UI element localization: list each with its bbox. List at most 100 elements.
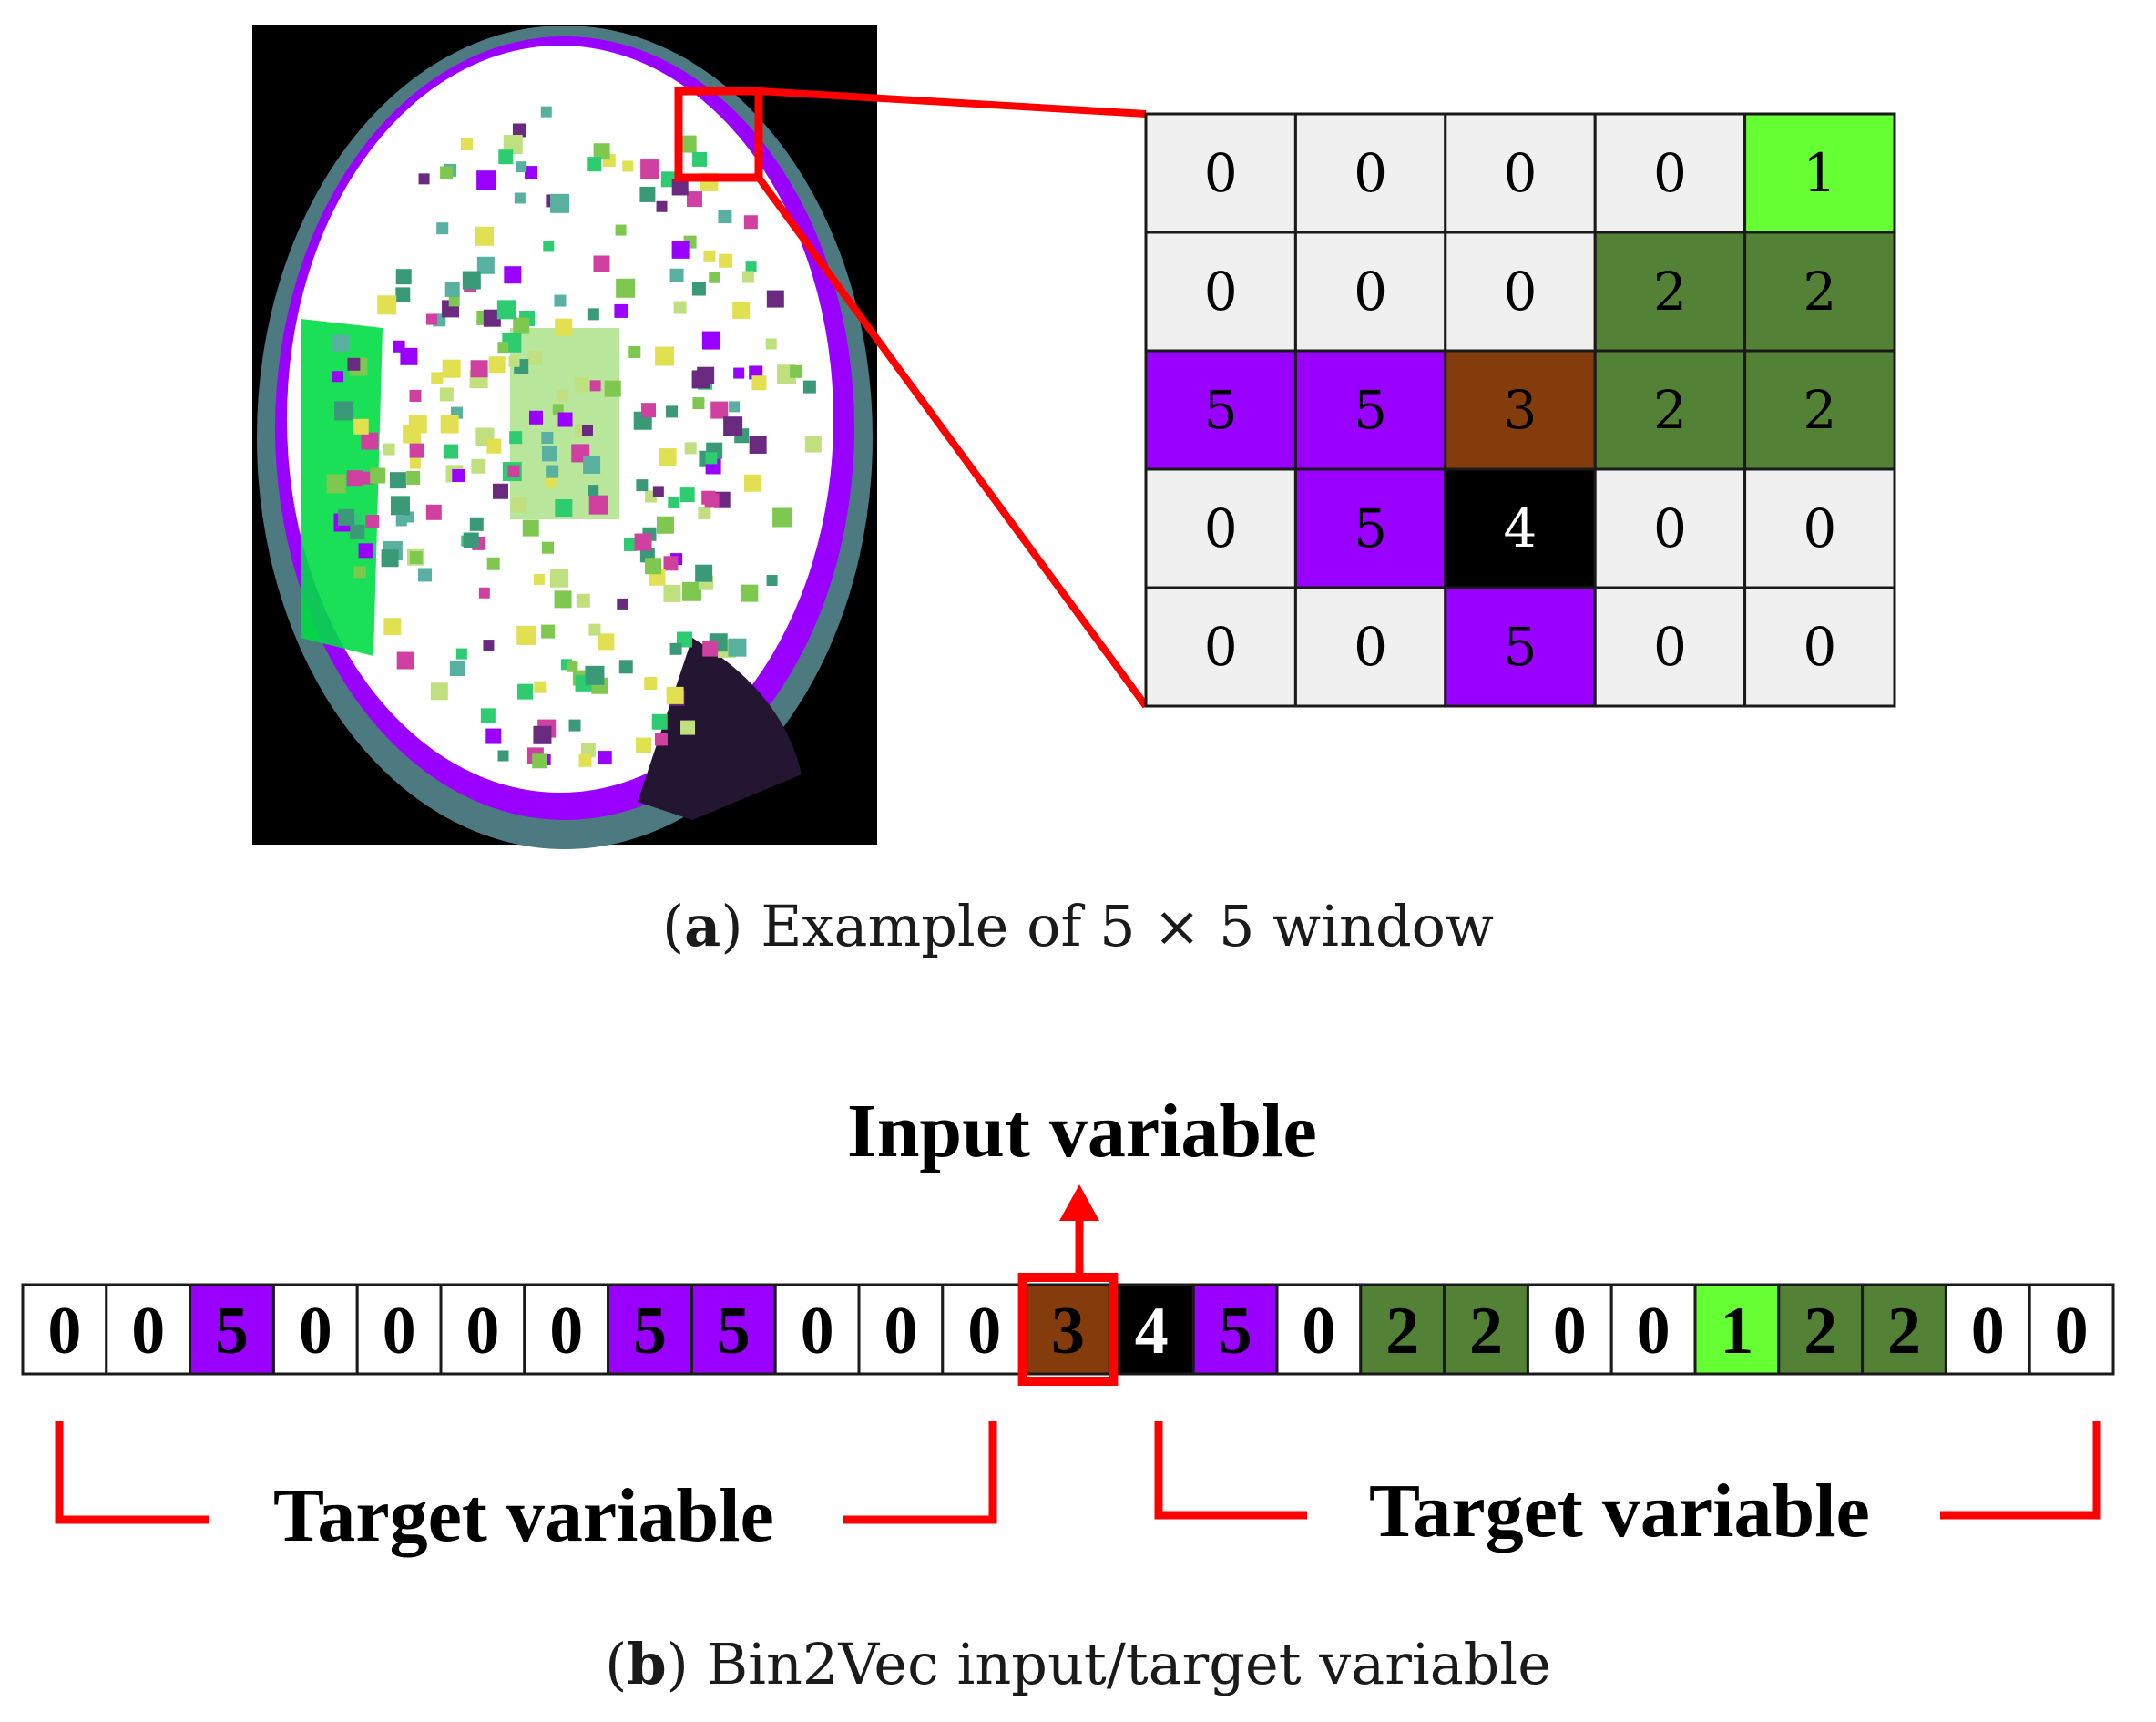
- vector-cell: [1861, 1283, 1947, 1376]
- window-cell-value: 2: [1653, 261, 1687, 323]
- window-cell-value: 2: [1803, 261, 1836, 323]
- window-cell: [1444, 586, 1597, 708]
- vector-cell: [1191, 1283, 1279, 1376]
- window-cell-value: 0: [1204, 261, 1238, 323]
- window-cell-value: 0: [1354, 142, 1387, 204]
- vector-cell: [690, 1283, 777, 1376]
- window-cell-value: 0: [1504, 261, 1538, 323]
- window-cell-value: 0: [1803, 616, 1836, 678]
- window-cell: [1593, 586, 1747, 708]
- vector-cell-value: 0: [1971, 1294, 2005, 1368]
- window-cell-value: 0: [1204, 497, 1238, 559]
- window-cell: [1444, 467, 1597, 589]
- window-cell: [1743, 586, 1896, 708]
- window-cell-value: 4: [1504, 497, 1538, 559]
- vector-cell-value: 0: [2055, 1294, 2089, 1368]
- vector-cell-value: 0: [1637, 1294, 1671, 1368]
- vector-cell-value: 3: [1051, 1294, 1085, 1368]
- vector-cell-value: 4: [1135, 1294, 1169, 1368]
- vector-cell: [523, 1283, 610, 1376]
- window-cell-value: 2: [1653, 379, 1687, 441]
- vector-cell: [941, 1283, 1028, 1376]
- window-cell: [1144, 112, 1297, 234]
- window-cell-value: 0: [1204, 616, 1238, 678]
- zoom-line-top: [758, 87, 1147, 118]
- zoom-box: [674, 87, 763, 182]
- vector-cell-value: 0: [1302, 1294, 1335, 1368]
- window-cell-value: 1: [1803, 142, 1836, 204]
- vector-cell-value: 0: [801, 1294, 834, 1368]
- vector-cell-value: 0: [47, 1294, 81, 1368]
- vector-cell-value: 2: [1469, 1294, 1503, 1368]
- vector-cell: [271, 1283, 359, 1376]
- vector-cell-value: 2: [1385, 1294, 1419, 1368]
- window-cell-value: 2: [1803, 379, 1836, 441]
- vector-cell: [1275, 1283, 1363, 1376]
- vector-cell: [355, 1283, 443, 1376]
- vector-cell-value: 0: [465, 1294, 499, 1368]
- target-bracket-left: [55, 1421, 997, 1524]
- window-cell-value: 0: [1204, 142, 1238, 204]
- window-cell: [1444, 231, 1597, 353]
- window-cell: [1293, 349, 1447, 471]
- vector-cell-value: 0: [549, 1294, 583, 1368]
- window-cell-value: 0: [1653, 497, 1687, 559]
- vector-cell: [2028, 1283, 2115, 1376]
- window-cell: [1293, 231, 1447, 353]
- zoom-line-bottom: [755, 175, 1150, 709]
- window-cell-value: 5: [1354, 497, 1387, 559]
- caption-b-letter: b: [627, 1631, 667, 1697]
- vector-cell: [1693, 1283, 1781, 1376]
- caption-b: (b) Bin2Vec input/target variable: [605, 1631, 1551, 1697]
- vector-cell-value: 0: [884, 1294, 917, 1368]
- vector-cell-value: 1: [1720, 1294, 1753, 1368]
- target-variable-label-left: Target variable: [273, 1473, 774, 1558]
- caption-a-letter: a: [684, 893, 721, 959]
- window-cell-value: 5: [1354, 379, 1387, 441]
- target-bracket-right: [1154, 1421, 2101, 1520]
- window-cell: [1743, 231, 1896, 353]
- window-cell: [1144, 467, 1297, 589]
- caption-b-text: Bin2Vec input/target variable: [706, 1631, 1551, 1697]
- vector-cell-value: 0: [1553, 1294, 1587, 1368]
- vector-cell-value: 0: [299, 1294, 332, 1368]
- vector-cell-value: 5: [215, 1294, 249, 1368]
- vector-cell: [1108, 1283, 1195, 1376]
- window-grid: 0 0 0 0 1 0 0 0 2 2 5 5 3 2 2 0 5 4 0 0 0 0 5 0 0: [1144, 112, 1896, 708]
- window-cell: [1444, 349, 1597, 471]
- brain-scan-image: [252, 25, 877, 849]
- window-cell: [1743, 112, 1896, 234]
- vector-cell-value: 0: [383, 1294, 416, 1368]
- vector-cell: [607, 1283, 693, 1376]
- window-cell-value: 0: [1653, 616, 1687, 678]
- window-cell-value: 0: [1803, 497, 1836, 559]
- vector-cell-value: 5: [717, 1294, 751, 1368]
- vector-cell: [1944, 1283, 2031, 1376]
- window-cell: [1593, 349, 1747, 471]
- input-arrow: [1059, 1184, 1099, 1280]
- window-cell-value: 0: [1504, 142, 1538, 204]
- caption-a: (a) Example of 5 × 5 window: [661, 893, 1495, 959]
- window-cell-value: 5: [1204, 379, 1238, 441]
- window-cell-value: 5: [1504, 616, 1538, 678]
- window-cell: [1144, 586, 1297, 708]
- window-cell: [1444, 112, 1597, 234]
- vector-cell-value: 2: [1803, 1294, 1837, 1368]
- target-variable-label-right: Target variable: [1369, 1469, 1870, 1553]
- window-cell-value: 0: [1354, 261, 1387, 323]
- vector-cell: [1359, 1283, 1446, 1376]
- window-cell: [1743, 467, 1896, 589]
- vector-cell: [21, 1283, 108, 1376]
- input-highlight: [1017, 1273, 1119, 1386]
- window-cell: [1593, 112, 1747, 234]
- vector-cell-value: 5: [633, 1294, 667, 1368]
- window-cell-value: 3: [1504, 379, 1538, 441]
- input-variable-label: Input variable: [847, 1089, 1317, 1174]
- vector-cell: [439, 1283, 526, 1376]
- window-cell-value: 0: [1653, 142, 1687, 204]
- vector-cell: [105, 1283, 192, 1376]
- window-cell-value: 0: [1354, 616, 1387, 678]
- vector-cell-value: 2: [1887, 1294, 1921, 1368]
